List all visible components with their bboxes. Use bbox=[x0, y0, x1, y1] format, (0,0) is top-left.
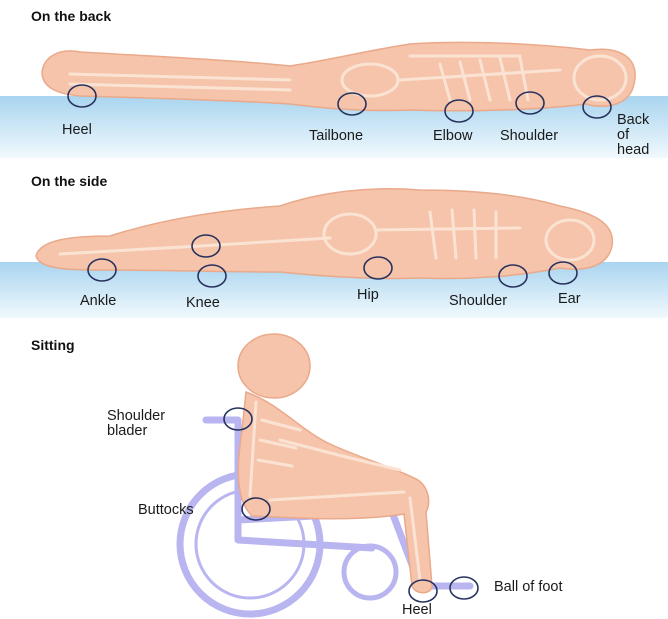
label-shoulder-side: Shoulder bbox=[449, 294, 507, 309]
label-ball-of-foot: Ball of foot bbox=[494, 580, 563, 595]
label-tailbone: Tailbone bbox=[309, 129, 363, 144]
heading-on-side: On the side bbox=[31, 173, 107, 189]
label-back-of-head: Back of head bbox=[617, 113, 649, 158]
heading-on-back: On the back bbox=[31, 8, 111, 24]
label-shoulder-back: Shoulder bbox=[500, 129, 558, 144]
label-hip: Hip bbox=[357, 288, 379, 303]
label-buttocks: Buttocks bbox=[138, 503, 194, 518]
heading-sitting: Sitting bbox=[31, 337, 75, 353]
label-shoulder-blade: Shoulder blader bbox=[107, 409, 165, 439]
label-heel-sitting: Heel bbox=[402, 603, 432, 618]
label-ear: Ear bbox=[558, 292, 581, 307]
figure-sitting bbox=[238, 334, 432, 593]
label-knee: Knee bbox=[186, 296, 220, 311]
label-ankle: Ankle bbox=[80, 294, 116, 309]
label-heel: Heel bbox=[62, 123, 92, 138]
label-elbow: Elbow bbox=[433, 129, 473, 144]
